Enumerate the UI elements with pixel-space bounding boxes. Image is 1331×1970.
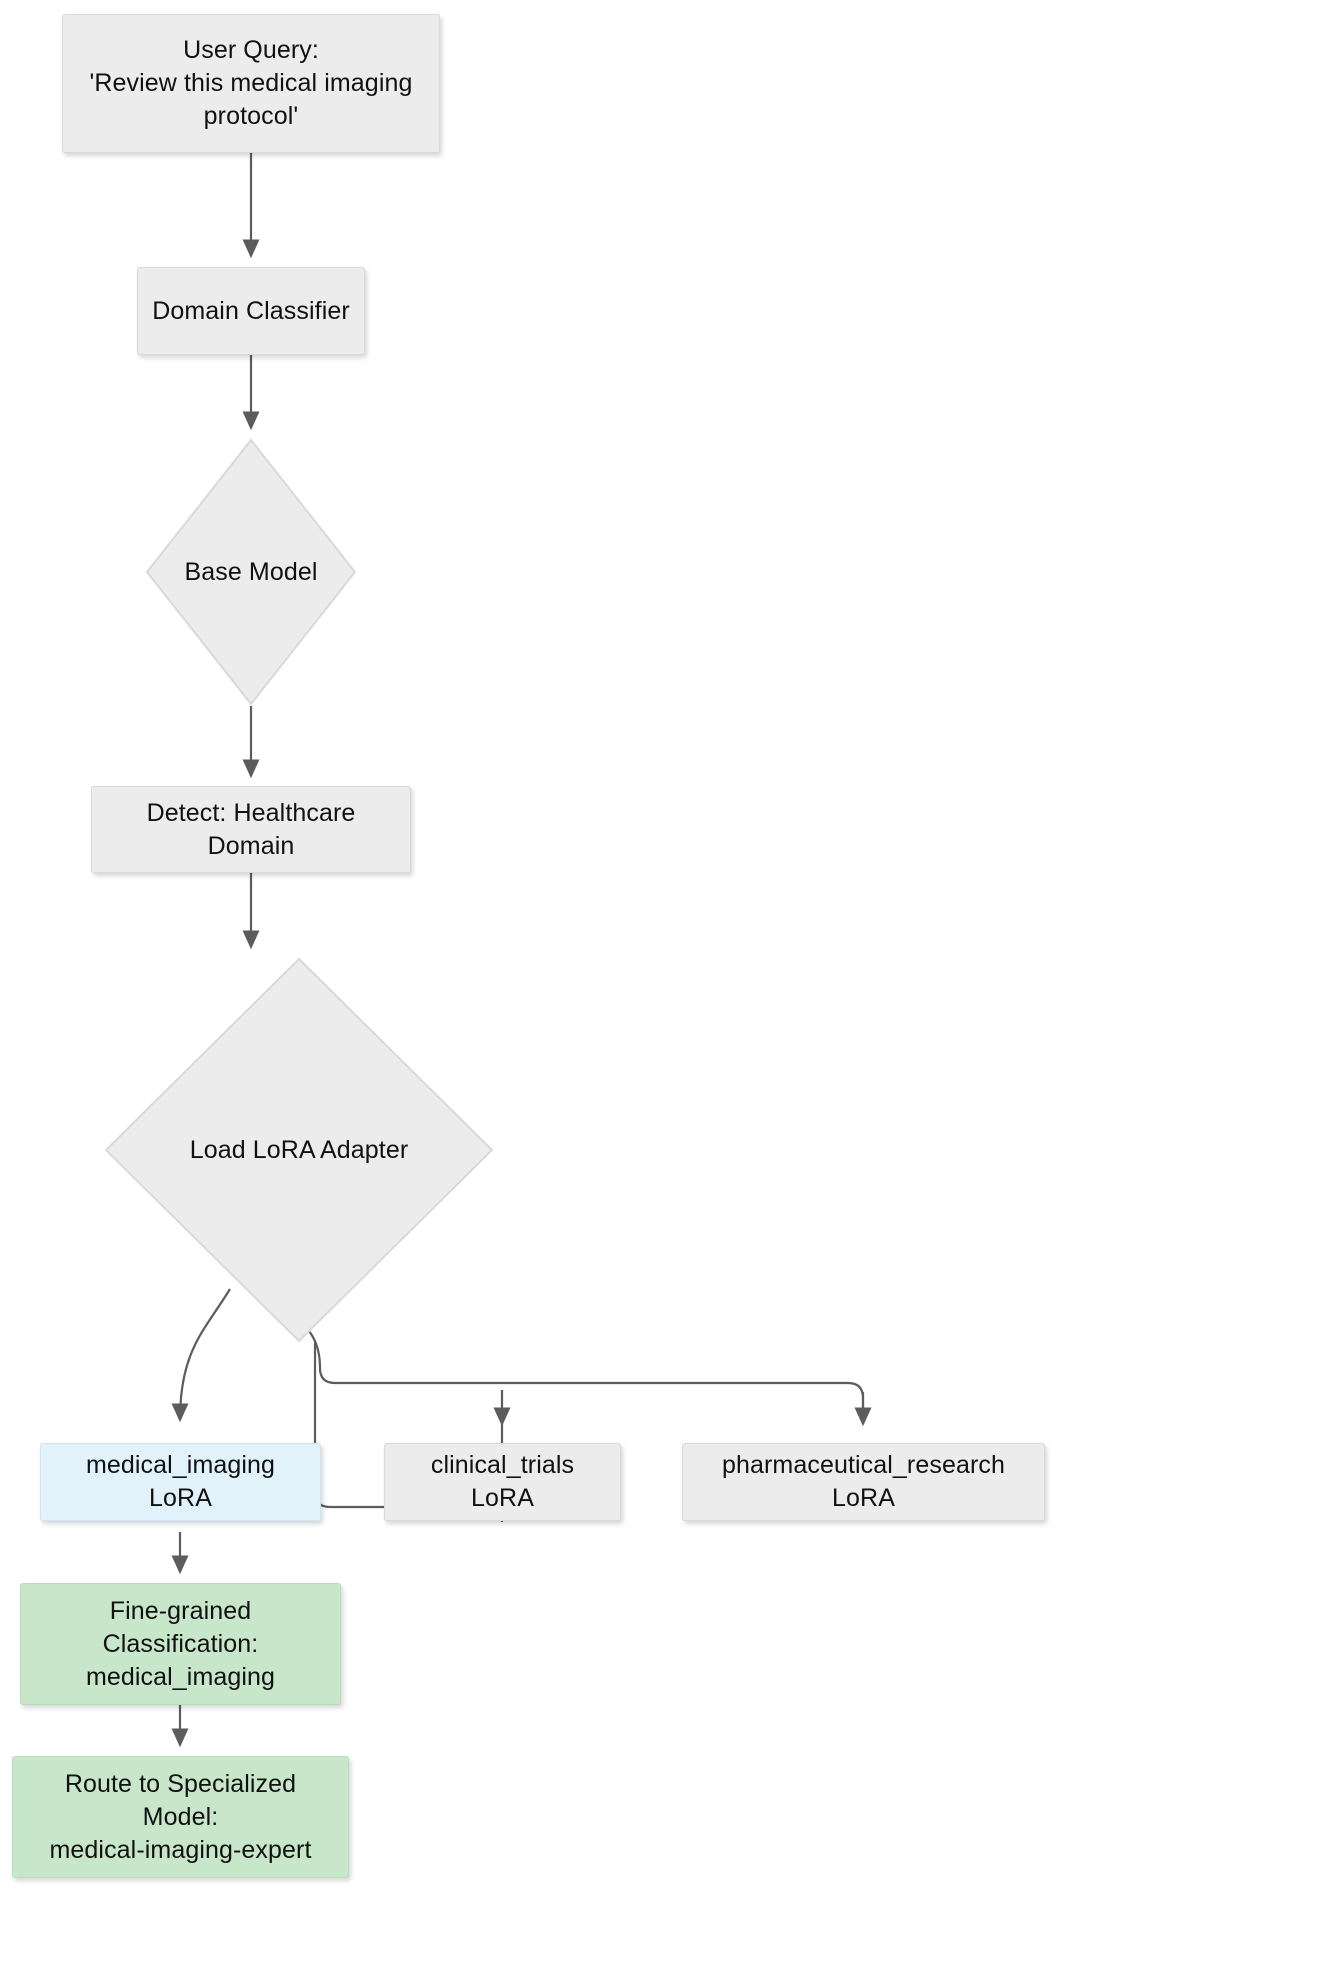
node-detect-healthcare-domain-label: Detect: Healthcare Domain — [146, 798, 356, 860]
node-fine-grained-classification-label: Fine-grained Classification: medical_ima… — [85, 1596, 276, 1691]
node-domain-classifier-label: Domain Classifier — [152, 296, 350, 325]
node-load-lora-adapter-label: Load LoRA Adapter — [189, 1135, 409, 1164]
node-route-to-specialized-model-label: Route to Specialized Model: medical-imag… — [49, 1769, 312, 1864]
node-route-to-specialized-model[interactable]: Route to Specialized Model: medical-imag… — [12, 1756, 349, 1878]
node-medical-imaging-lora[interactable]: medical_imaging LoRA — [40, 1443, 321, 1521]
node-domain-classifier[interactable]: Domain Classifier — [137, 267, 365, 355]
node-user-query-label: User Query: 'Review this medical imaging… — [89, 36, 413, 130]
node-clinical-trials-lora-label: clinical_trials LoRA — [430, 1451, 575, 1512]
node-detect-healthcare-domain[interactable]: Detect: Healthcare Domain — [91, 786, 411, 873]
node-fine-grained-classification[interactable]: Fine-grained Classification: medical_ima… — [20, 1583, 341, 1705]
node-clinical-trials-lora[interactable]: clinical_trials LoRA — [384, 1443, 621, 1521]
base-model-diamond-shape — [145, 438, 357, 706]
node-user-query[interactable]: User Query: 'Review this medical imaging… — [62, 14, 440, 153]
node-base-model-label: Base Model — [184, 557, 318, 586]
node-medical-imaging-lora-label: medical_imaging LoRA — [85, 1451, 276, 1512]
node-pharmaceutical-research-lora[interactable]: pharmaceutical_research LoRA — [682, 1443, 1045, 1521]
node-base-model[interactable]: Base Model — [145, 438, 357, 706]
node-load-lora-adapter[interactable]: Load LoRA Adapter — [104, 957, 494, 1343]
node-pharmaceutical-research-lora-label: pharmaceutical_research LoRA — [721, 1451, 1005, 1512]
